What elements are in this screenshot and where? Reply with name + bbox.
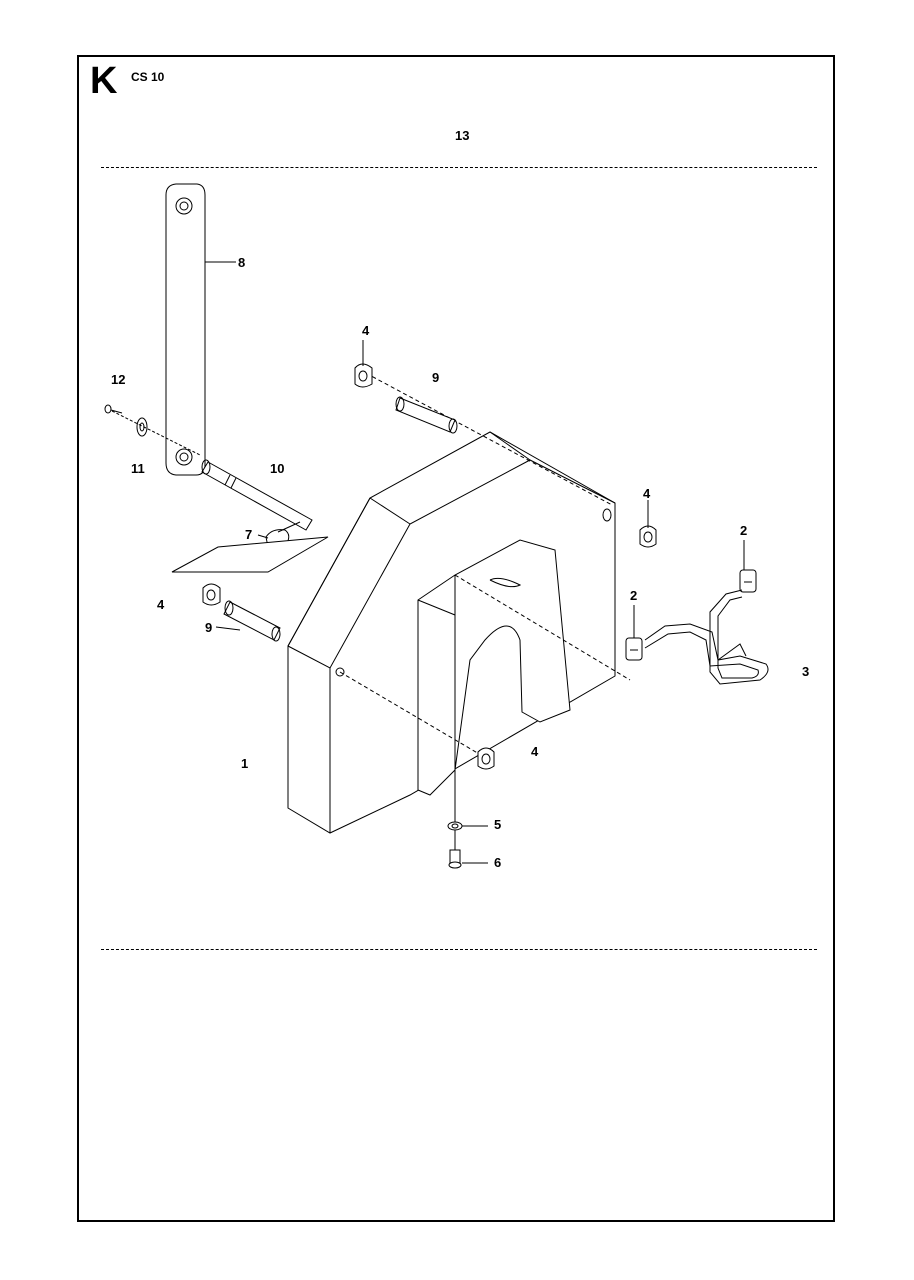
callout-2-upper: 2 [740,523,748,538]
model-name: CS 10 [131,70,165,84]
gasket-sheet [171,536,329,573]
callout-1: 1 [241,756,249,771]
screw-part-12 [104,404,123,414]
callout-9-left: 9 [205,620,213,635]
callout-2-lower: 2 [630,588,638,603]
bottom-divider [101,949,817,950]
bushing-part-4-bottom [477,747,495,770]
callout-4-bottom: 4 [531,744,539,759]
callout-8: 8 [238,255,246,270]
callout-9-top: 9 [432,370,440,385]
callout-6: 6 [494,855,502,870]
top-divider [101,167,817,168]
callout-11: 11 [131,461,145,476]
spacer-part-9-top [395,396,458,434]
callout-12: 12 [111,372,126,387]
lever-arm-part-8 [165,183,206,476]
callout-4-left: 4 [157,597,165,612]
callout-7: 7 [245,527,253,542]
handle-bar-part-3 [644,589,769,685]
section-letter: K [90,60,118,102]
page-frame [77,55,835,1222]
callout-3: 3 [802,664,810,679]
washer-part-5 [447,821,463,831]
page-number: 13 [455,128,470,143]
bolt-part-6 [448,849,462,869]
callout-4-right: 4 [643,486,651,501]
clamp-part-2-lower [625,637,643,661]
callout-5: 5 [494,817,502,832]
bushing-part-4-top [354,363,373,388]
bushing-part-4-left [202,583,221,606]
washer-part-11 [136,417,148,437]
callout-10: 10 [270,461,285,476]
callout-4-top: 4 [362,323,370,338]
inner-bracket [417,539,571,796]
bushing-part-4-right [639,525,657,548]
pin-part-10 [201,459,313,531]
clamp-part-2-upper [739,569,757,593]
callout-leaders [205,261,745,864]
spacer-part-9-left [223,600,281,642]
